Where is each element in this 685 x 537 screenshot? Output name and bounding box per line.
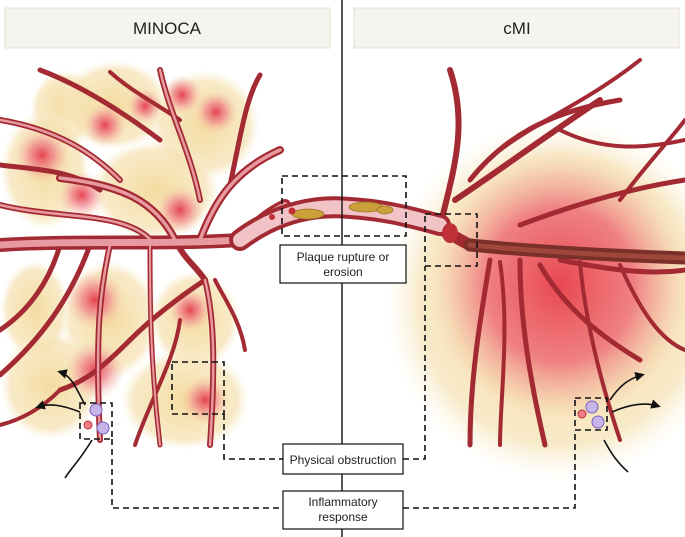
cmi-panel — [385, 58, 685, 480]
inflammation-label-line1: Inflammatory — [308, 495, 377, 509]
plaque-label-line1: Plaque rupture or — [297, 250, 390, 264]
inflammation-label-line2: response — [318, 510, 368, 524]
obstruction-label: Physical obstruction — [282, 443, 404, 475]
right-coronary-tree — [394, 58, 685, 448]
inflammation-connector — [111, 430, 576, 509]
obstruction-connector — [223, 266, 426, 460]
plaque-deposits — [291, 201, 394, 220]
left-inflammatory-cells — [83, 403, 110, 435]
right-header: cMI — [353, 7, 680, 49]
right-inflammatory-cells — [577, 400, 605, 429]
plaque-highlight-box — [281, 175, 407, 237]
central-artery — [229, 196, 458, 251]
minoca-panel — [0, 60, 291, 450]
left-panel-title: MINOCA — [133, 19, 202, 38]
right-panel-title: cMI — [503, 19, 530, 38]
obstruction-label-text: Physical obstruction — [290, 453, 397, 467]
left-header: MINOCA — [4, 7, 331, 49]
migration-arrows — [35, 369, 661, 479]
thrombus-particles — [269, 207, 458, 243]
inflammation-label: Inflammatory response — [282, 490, 404, 530]
right-cells-box — [574, 397, 608, 431]
left-obstruction-box — [171, 361, 225, 415]
left-cells-box — [79, 402, 113, 440]
plaque-label-line2: erosion — [323, 265, 362, 279]
occlusion-highlight-box — [424, 213, 478, 267]
plaque-label: Plaque rupture or erosion — [279, 244, 407, 284]
dashed-boxes — [79, 175, 608, 509]
